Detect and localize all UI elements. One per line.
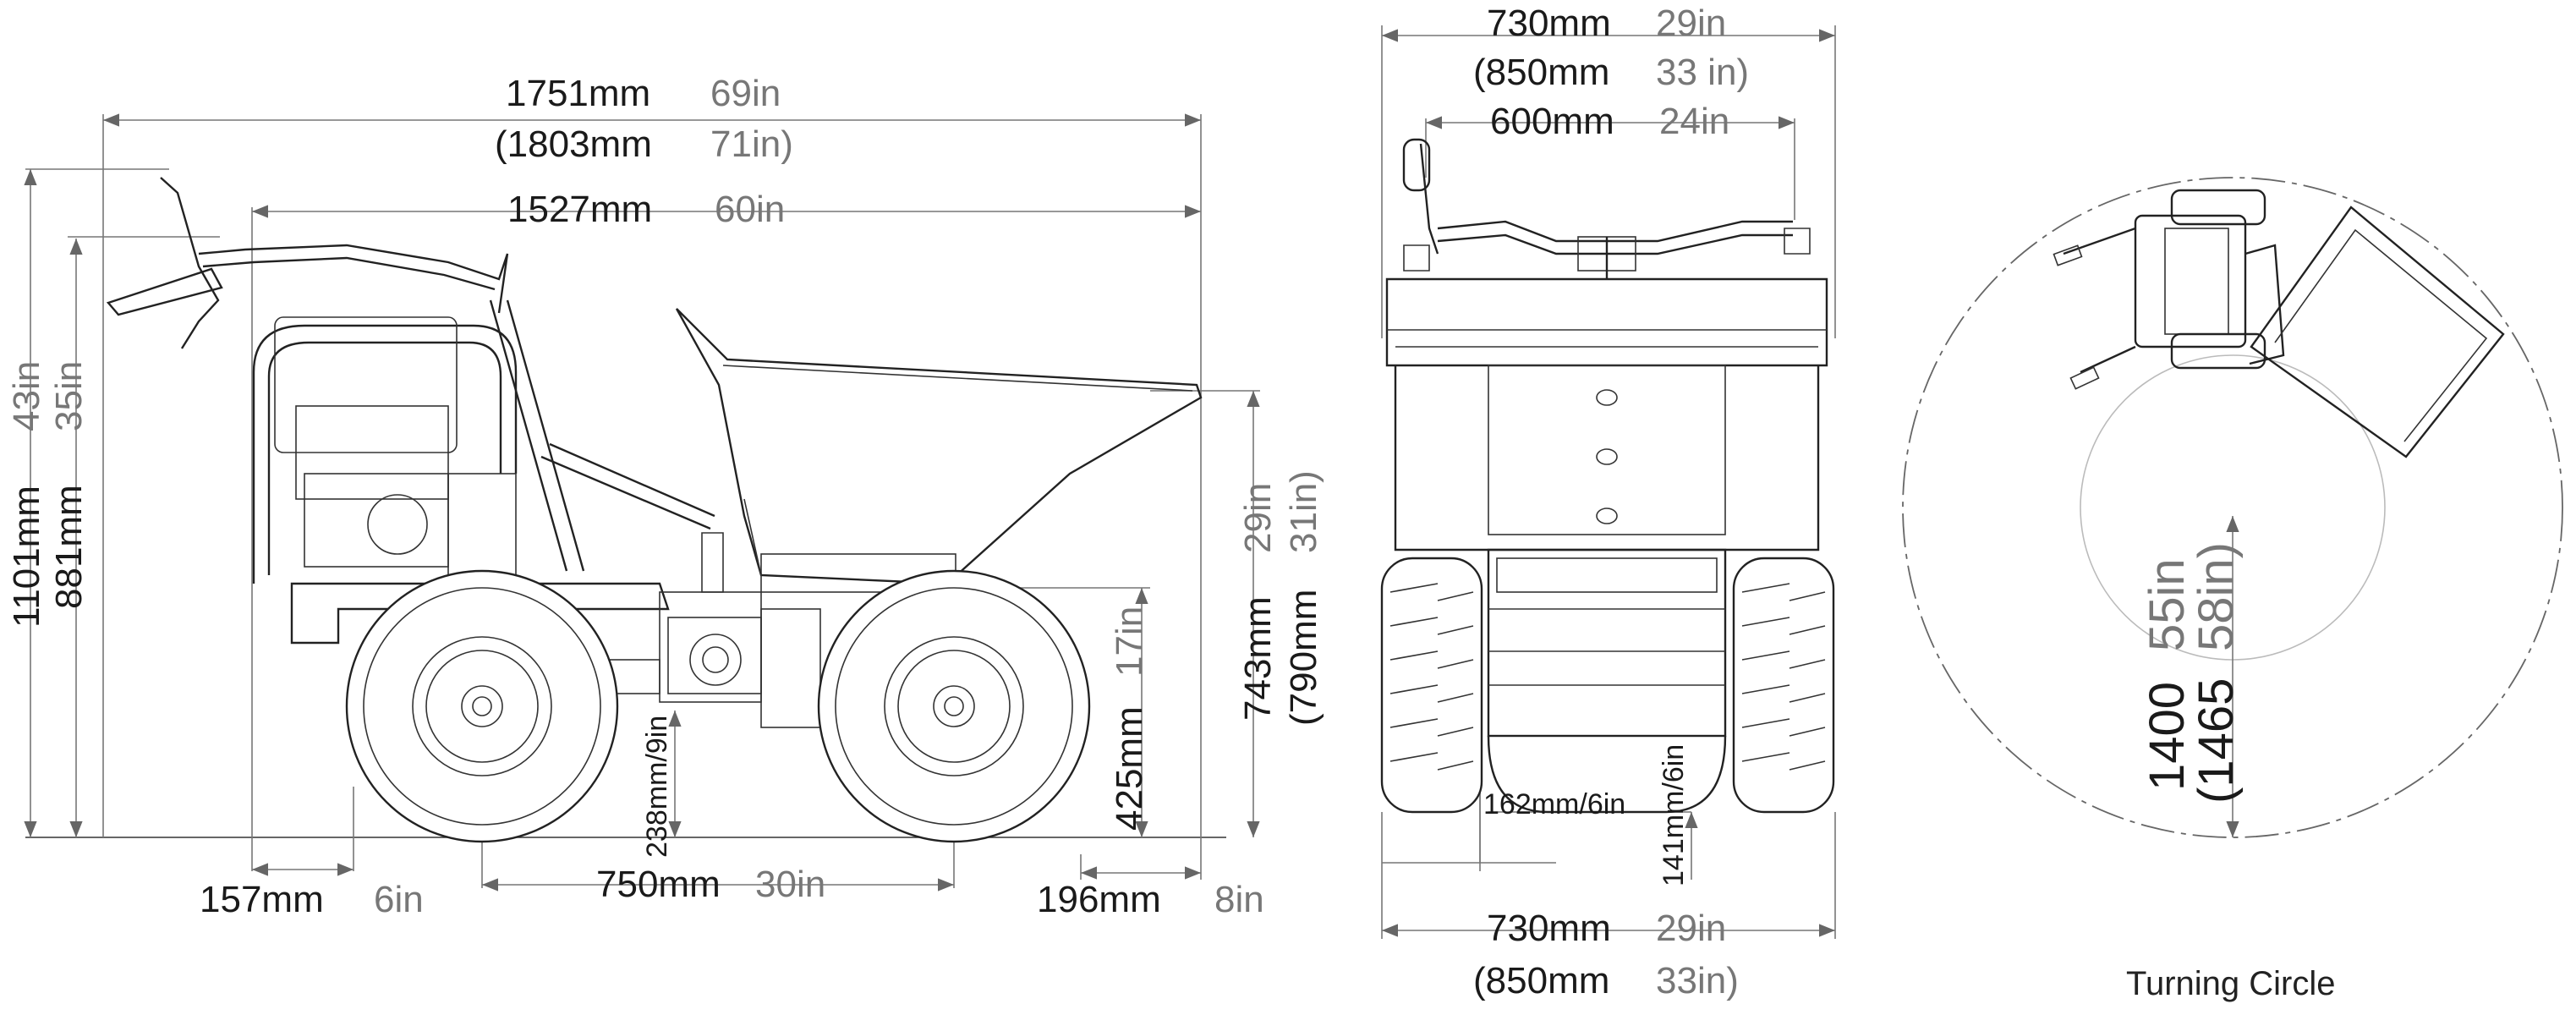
overall-length-mm: 1751mm — [506, 73, 650, 114]
tip-height-in: 17in — [1109, 606, 1150, 677]
overall-length-in: 69in — [710, 73, 781, 114]
side-view: 1751mm 69in (1803mm 71in) 1527mm 60in 15… — [6, 73, 1324, 920]
frame-height-mm: 881mm — [48, 485, 90, 609]
track-width-alt-mm: (850mm — [1473, 960, 1609, 1001]
handle-height-mm: 1101mm — [6, 486, 47, 628]
skip-width-alt-mm: (850mm — [1473, 52, 1609, 93]
track-width-mm: 730mm — [1487, 908, 1611, 949]
body-length-mm: 1527mm — [507, 189, 652, 230]
handle-width-mm: 600mm — [1490, 101, 1614, 142]
track-width-alt-in: 33in) — [1656, 960, 1739, 1001]
front-overhang-in: 6in — [374, 879, 424, 920]
tire-width-label: 162mm/6in — [1483, 788, 1625, 820]
front-view: 730mm 29in (850mm 33 in) 600mm 24in 162m… — [1380, 3, 1836, 1001]
turning-circle-outer — [1902, 177, 2563, 838]
turning-diameter-in: 55in — [2140, 558, 2195, 651]
turning-circle-view: 1400 55in (1465 58in) Turning Circle — [1902, 177, 2563, 1002]
front-wheel-side — [345, 569, 619, 843]
turning-diameter-alt-in: 58in) — [2189, 542, 2244, 651]
skip-width-mm: 730mm — [1487, 3, 1611, 44]
skip-width-alt-in: 33 in) — [1656, 52, 1749, 93]
dumper-front-outline — [1385, 138, 1828, 814]
rear-wheel-side — [817, 569, 1091, 843]
skip-height-mm: 743mm — [1237, 596, 1279, 721]
wheelbase-in: 30in — [755, 864, 825, 905]
overall-length-alt-mm: (1803mm — [495, 123, 652, 165]
handle-height-in: 43in — [6, 361, 47, 431]
turning-circle-caption: Turning Circle — [2126, 965, 2335, 1002]
frame-height-in: 35in — [48, 361, 90, 431]
turning-diameter-mm: 1400 — [2140, 682, 2195, 791]
skip-height-alt-in: 31in) — [1283, 470, 1324, 553]
handle-width-in: 24in — [1659, 101, 1729, 142]
dumper-top-outline — [2053, 189, 2505, 458]
rear-overhang-mm: 196mm — [1037, 879, 1161, 920]
dumper-side-outline — [106, 177, 1203, 728]
underbody-clearance-label: 141mm/6in — [1658, 744, 1690, 886]
left-tire-front — [1380, 557, 1483, 814]
skip-height-alt-mm: (790mm — [1283, 590, 1324, 726]
turning-diameter-alt-mm: (1465 — [2189, 678, 2244, 804]
right-tire-front — [1732, 557, 1835, 814]
rear-overhang-in: 8in — [1214, 879, 1264, 920]
skip-width-in: 29in — [1656, 3, 1726, 44]
skip-height-in: 29in — [1237, 483, 1279, 553]
body-length-in: 60in — [715, 189, 785, 230]
overall-length-alt-in: 71in) — [710, 123, 793, 165]
wheelbase-mm: 750mm — [596, 864, 721, 905]
tip-height-mm: 425mm — [1109, 706, 1150, 831]
front-overhang-mm: 157mm — [200, 879, 324, 920]
ground-clearance-label: 238mm/9in — [641, 716, 673, 858]
track-width-in: 29in — [1656, 908, 1726, 949]
